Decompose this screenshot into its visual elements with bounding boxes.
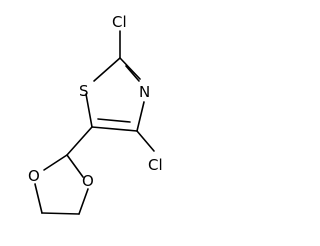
atom-label-o-left: O (28, 167, 40, 185)
bond-c4-c5 (91, 126, 138, 132)
bond-n-c4 (136, 101, 145, 132)
bond-ch-o-right (66, 154, 84, 178)
bond-o-right-ch2 (78, 188, 89, 215)
molecule-diagram: Cl S N Cl O O (28, 13, 163, 215)
bond-c2-n (119, 57, 141, 80)
bond-o-left-ch2 (34, 183, 43, 214)
bond-ch2-ch2 (41, 212, 80, 215)
atom-label-s: S (79, 82, 89, 100)
bond-c5-ch (66, 126, 93, 156)
atom-label-o-right: O (82, 172, 94, 190)
atom-label-cl-top: Cl (112, 13, 127, 31)
structure-canvas: Cl S N Cl O O (28, 13, 163, 215)
bond-ch-o-left (43, 154, 68, 171)
bond-c2-n-double (125, 65, 140, 82)
bond-s-c5 (85, 93, 93, 128)
atom-label-n: N (139, 83, 150, 101)
bond-c4-cl (136, 130, 155, 152)
bond-c2-s (93, 57, 121, 82)
atom-label-cl-right: Cl (148, 156, 163, 174)
bond-c4-c5-double (97, 118, 131, 123)
